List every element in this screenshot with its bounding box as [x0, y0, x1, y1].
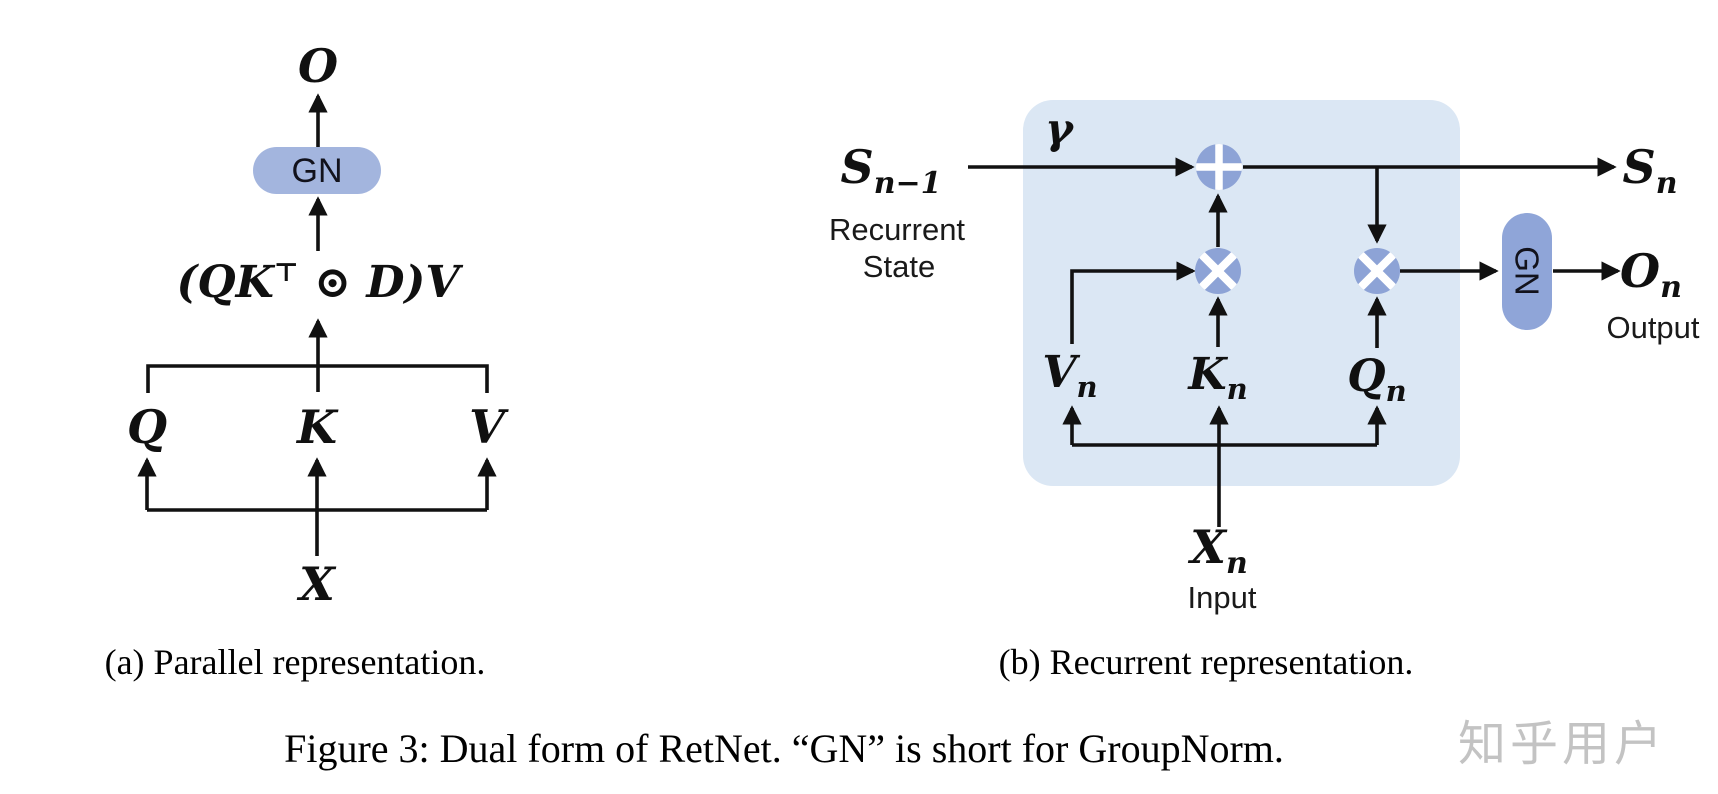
parallel-diagram: O GN (QK⊤ ⊙ D)V Q K V X [127, 39, 509, 611]
input-n-label: Xn [1187, 520, 1248, 581]
k-n-label: Kn [1186, 349, 1247, 406]
add-node-icon [1196, 144, 1242, 190]
k-label-a: K [295, 400, 339, 454]
figure-caption: Figure 3: Dual form of RetNet. “GN” is s… [284, 726, 1284, 771]
q-label-a: Q [127, 400, 167, 454]
retention-formula: (QK⊤ ⊙ D)V [177, 257, 464, 308]
recurrent-state-desc-line1: Recurrent [829, 212, 965, 247]
recurrent-state-desc-line2: State [863, 249, 935, 284]
recurrent-diagram: Sn−1 Recurrent State γ Sn GN On Output V… [829, 100, 1700, 615]
v-label-a: V [469, 400, 509, 454]
watermark-text: 知乎用户 [1458, 716, 1667, 772]
groupnorm-label-b: GN [1509, 246, 1546, 296]
recurrent-state-label: Sn−1 [840, 140, 941, 201]
output-n-label: On [1620, 244, 1682, 305]
input-desc-label: Input [1188, 580, 1257, 615]
arrow-v-to-multiply1 [1070, 261, 1196, 344]
v-n-label: Vn [1042, 347, 1097, 404]
q-n-label: Qn [1347, 351, 1406, 408]
state-out-label: Sn [1622, 140, 1677, 201]
groupnorm-label-a: GN [292, 152, 343, 190]
gamma-label: γ [1045, 104, 1075, 153]
output-desc-label: Output [1606, 310, 1699, 345]
groupnorm-box-b [1502, 213, 1552, 330]
caption-recurrent: (b) Recurrent representation. [998, 642, 1414, 682]
input-label-a: X [296, 557, 337, 611]
caption-parallel: (a) Parallel representation. [104, 642, 486, 682]
recurrent-panel-background [1023, 100, 1460, 486]
groupnorm-box-a [253, 147, 381, 194]
multiply-node-icon-2 [1354, 248, 1400, 294]
multiply-node-icon-1 [1195, 248, 1241, 294]
output-label-a: O [298, 39, 338, 93]
